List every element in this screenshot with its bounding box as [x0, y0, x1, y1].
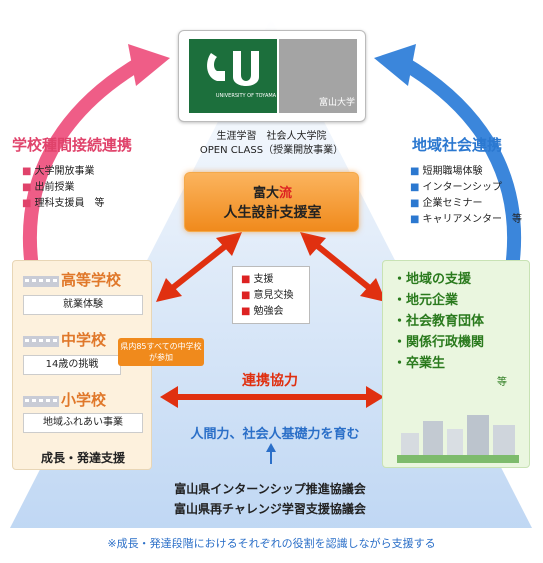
- center-title: 人生設計支援室: [223, 205, 322, 221]
- support-item: 支援: [241, 272, 293, 288]
- rechallenge-council: 富山県再チャレンジ学習支援協議会: [174, 502, 366, 516]
- list-item: 出前授業: [22, 180, 104, 196]
- red-arrow-horizontal-head-right: [366, 386, 384, 408]
- list-item: 企業セミナー: [410, 196, 522, 212]
- support-item: 勉強会: [241, 304, 293, 320]
- high-school-activity: 就業体験: [23, 295, 143, 315]
- logo-university-jp: 富山大学: [318, 98, 355, 108]
- community-connection-title: 地域社会連携: [412, 136, 503, 154]
- region-etc: 等: [497, 377, 507, 388]
- list-item: キャリアメンター 等: [410, 212, 522, 228]
- city-buildings-icon: [397, 415, 519, 463]
- school-building-icon: [23, 396, 59, 407]
- list-item: 短期職場体験: [410, 164, 522, 180]
- blue-arrow: [398, 55, 522, 269]
- elementary-school-activity: 地域ふれあい事業: [23, 413, 143, 433]
- life-design-support-office: 富大流 人生設計支援室: [184, 172, 359, 232]
- red-arrow-horizontal-head-left: [160, 386, 178, 408]
- school-connection-title: 学校種間接続連携: [12, 136, 133, 154]
- collaboration-label: 連携協力: [242, 373, 298, 389]
- region-item: ・卒業生: [393, 356, 446, 371]
- red-arrow-right-head-b: [360, 278, 386, 302]
- middle-school-title: 中学校: [61, 331, 107, 349]
- open-class-line: OPEN CLASS（授業開放事業）: [199, 145, 344, 156]
- school-building-icon: [23, 336, 59, 347]
- red-arrow-right-line: [313, 241, 374, 293]
- brand-prefix: 富大: [252, 186, 279, 201]
- community-connection-list: 短期職場体験 インターンシップ 企業セミナー キャリアメンター 等: [410, 164, 522, 228]
- bottom-note: ※成長・発達段階におけるそれぞれの役割を認識しながら支援する: [107, 537, 436, 550]
- logo-university-en: UNIVERSITY OF TOYAMA: [215, 93, 277, 99]
- red-arrow-left-line: [168, 241, 230, 293]
- red-arrow-left-head-a: [156, 278, 182, 302]
- region-item: ・地域の支援: [393, 272, 472, 287]
- region-item: ・社会教育団体: [393, 314, 485, 329]
- schools-box: 高等学校 就業体験 中学校 14歳の挑戦 小学校 地域ふれあい事業 成長・発達支…: [12, 260, 152, 470]
- university-logo: UNIVERSITY OF TOYAMA 富山大学: [178, 30, 366, 122]
- growth-support-label: 成長・発達支援: [40, 451, 125, 465]
- pink-arrow: [22, 55, 146, 269]
- human-skill-label: 人間力、社会人基礎力を育む: [190, 427, 360, 442]
- center-brand: 富大流: [185, 182, 360, 201]
- red-arrow-left-head-b: [216, 232, 242, 256]
- lifelong-learning-line: 生涯学習 社会人大学院: [216, 131, 327, 142]
- list-item: 理科支援員 等: [22, 196, 104, 212]
- logo-mark-icon: [207, 51, 259, 86]
- region-item: ・地元企業: [393, 293, 459, 308]
- support-box: 支援 意見交換 勉強会: [232, 266, 310, 324]
- region-item: ・関係行政機関: [393, 335, 485, 350]
- school-connection-list: 大学開放事業 出前授業 理科支援員 等: [22, 164, 104, 212]
- region-box: ・地域の支援 ・地元企業 ・社会教育団体 ・関係行政機関 ・卒業生 等: [382, 260, 530, 468]
- elementary-school-title: 小学校: [61, 391, 107, 409]
- school-building-icon: [23, 276, 59, 287]
- middle-school-activity: 14歳の挑戦: [23, 355, 121, 375]
- logo-gray-block: [279, 39, 357, 113]
- blue-arrow-head: [374, 44, 416, 86]
- list-item: 大学開放事業: [22, 164, 104, 180]
- logo-green-block: UNIVERSITY OF TOYAMA: [189, 39, 277, 113]
- high-school-title: 高等学校: [61, 271, 122, 289]
- red-arrow-right-head-a: [300, 232, 326, 256]
- support-item: 意見交換: [241, 288, 293, 304]
- list-item: インターンシップ: [410, 180, 522, 196]
- brand-highlight: 流: [279, 186, 293, 201]
- middle-school-callout: 県内85すべての中学校が参加: [118, 338, 204, 366]
- internship-council: 富山県インターンシップ推進協議会: [174, 482, 366, 496]
- pink-arrow-head: [128, 44, 170, 86]
- up-arrow-head: [266, 443, 276, 452]
